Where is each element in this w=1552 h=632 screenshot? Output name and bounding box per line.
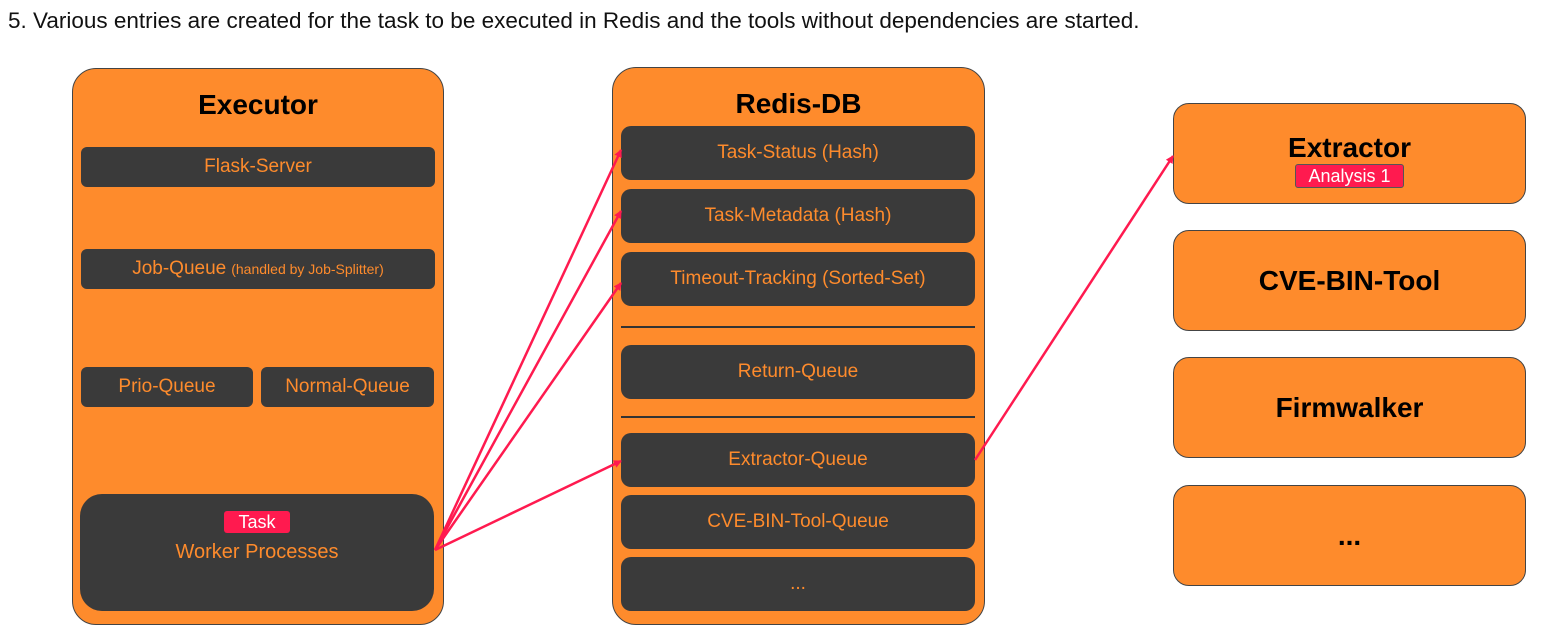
prio-queue: Prio-Queue [81, 367, 253, 407]
firmwalker-tool: Firmwalker [1173, 357, 1526, 458]
task-badge: Task [224, 511, 290, 533]
divider [621, 326, 975, 328]
arrow-to-task-status [433, 149, 623, 551]
worker-processes: Task Worker Processes [80, 494, 434, 611]
analysis-badge: Analysis 1 [1295, 163, 1404, 188]
redis-task-metadata: Task-Metadata (Hash) [621, 189, 975, 243]
arrow-to-timeout-tracking [433, 282, 623, 551]
arrow-to-extractor-queue [434, 459, 622, 552]
worker-label: Worker Processes [175, 541, 339, 563]
redis-task-status: Task-Status (Hash) [621, 126, 975, 180]
normal-queue: Normal-Queue [261, 367, 434, 407]
arrow-to-extractor [973, 155, 1175, 461]
arrow-to-task-metadata [433, 210, 623, 551]
redis-timeout-tracking: Timeout-Tracking (Sorted-Set) [621, 252, 975, 306]
redis-return-queue: Return-Queue [621, 345, 975, 399]
more-tools: ... [1173, 485, 1526, 586]
extractor-label: Extractor [1288, 131, 1411, 163]
redis-title: Redis-DB [735, 88, 862, 119]
redis-cve-bin-tool-queue: CVE-BIN-Tool-Queue [621, 495, 975, 549]
divider [621, 416, 975, 418]
cve-bin-tool: CVE-BIN-Tool [1173, 230, 1526, 331]
executor-title: Executor [198, 89, 318, 120]
redis-extractor-queue: Extractor-Queue [621, 433, 975, 487]
flask-server: Flask-Server [81, 147, 435, 187]
redis-more: ... [621, 557, 975, 611]
slide-caption: 5. Various entries are created for the t… [8, 8, 1140, 33]
extractor-tool: Extractor Analysis 1 [1173, 103, 1526, 204]
job-queue: Job-Queue(handled by Job-Splitter) [81, 249, 435, 289]
job-queue-note: (handled by Job-Splitter) [231, 261, 384, 277]
job-queue-label: Job-Queue [132, 258, 227, 279]
